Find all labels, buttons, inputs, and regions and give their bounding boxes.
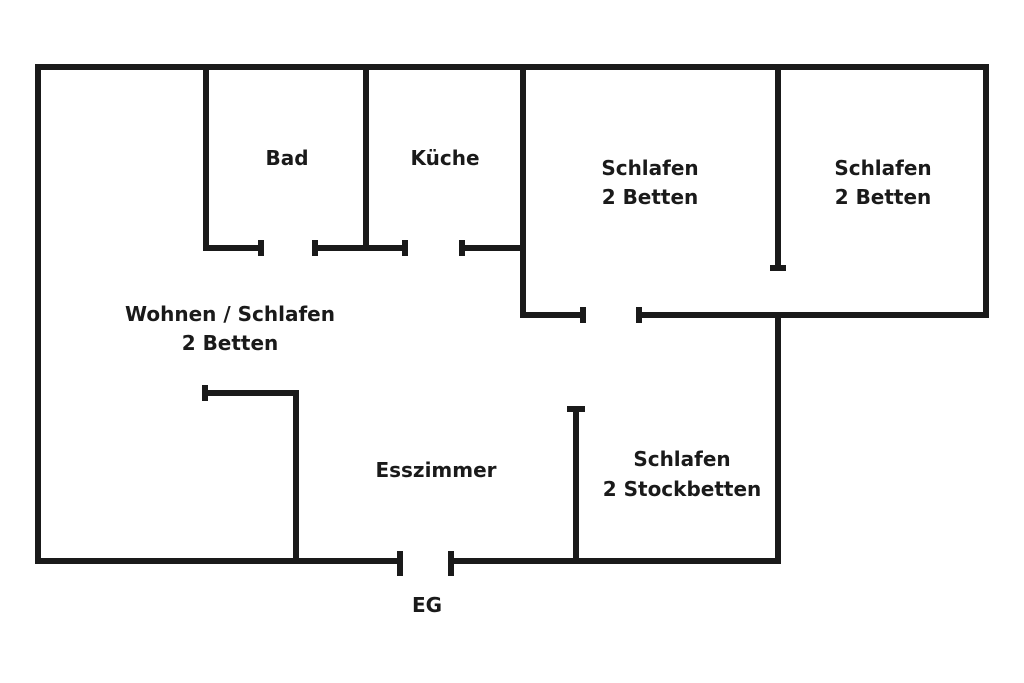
room-label-schlafen-3: Schlafen [633, 447, 730, 471]
room-label-kueche: Küche [410, 146, 479, 170]
room-beds-schlafen-2: 2 Betten [835, 185, 932, 209]
room-label-bad: Bad [265, 146, 308, 170]
room-beds-wohnen: 2 Betten [182, 331, 279, 355]
room-labels: Bad Küche Schlafen 2 Betten Schlafen 2 B… [125, 146, 932, 617]
room-label-schlafen-1: Schlafen [601, 156, 698, 180]
room-label-esszimmer: Esszimmer [375, 458, 496, 482]
room-label-schlafen-2: Schlafen [834, 156, 931, 180]
door-stubs [202, 240, 786, 576]
room-beds-schlafen-1: 2 Betten [602, 185, 699, 209]
room-label-wohnen: Wohnen / Schlafen [125, 302, 335, 326]
floor-label: EG [412, 593, 442, 617]
room-beds-schlafen-3: 2 Stockbetten [603, 477, 762, 501]
walls [35, 64, 989, 564]
